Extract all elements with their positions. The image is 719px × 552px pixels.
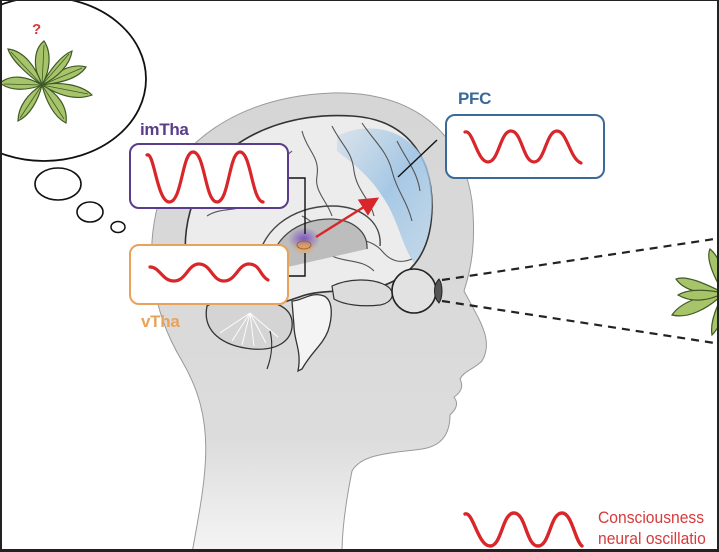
- brainstem-line: [266, 330, 273, 370]
- pfc-label: PFC: [458, 89, 492, 108]
- corpus-callosum: [256, 205, 381, 272]
- imagined-plant-icon: [2, 40, 94, 124]
- viewed-plant-icon: [671, 248, 717, 337]
- vtha-box: [129, 244, 289, 305]
- temporal-lobe: [331, 279, 393, 307]
- imtha-connector: [289, 177, 306, 234]
- legend-line-1: Consciousness: [598, 508, 705, 527]
- thought-dot-medium: [76, 201, 104, 223]
- question-mark: ?: [32, 21, 41, 38]
- cerebellum-folia: [219, 312, 279, 347]
- brainstem: [291, 294, 332, 373]
- imtha-label: imTha: [140, 120, 189, 139]
- eye-lens: [434, 278, 443, 304]
- eyeball: [391, 268, 437, 314]
- legend-wave: [463, 511, 584, 548]
- thought-dot-large: [34, 167, 82, 201]
- pfc-box: [445, 114, 605, 179]
- thalamus-to-pfc-arrow: [315, 197, 380, 239]
- imtha-box: [129, 143, 289, 209]
- vtha-nucleus: [296, 240, 312, 250]
- thought-bubble: [2, 1, 147, 162]
- thought-dot-small: [110, 220, 126, 234]
- vtha-label: vTha: [141, 312, 180, 331]
- legend-line-2: neural oscillatio: [598, 529, 706, 548]
- pfc-connector: [397, 139, 438, 178]
- vtha-connector: [289, 253, 306, 277]
- sight-line-lower: [441, 299, 717, 345]
- sight-line-upper: [441, 237, 717, 282]
